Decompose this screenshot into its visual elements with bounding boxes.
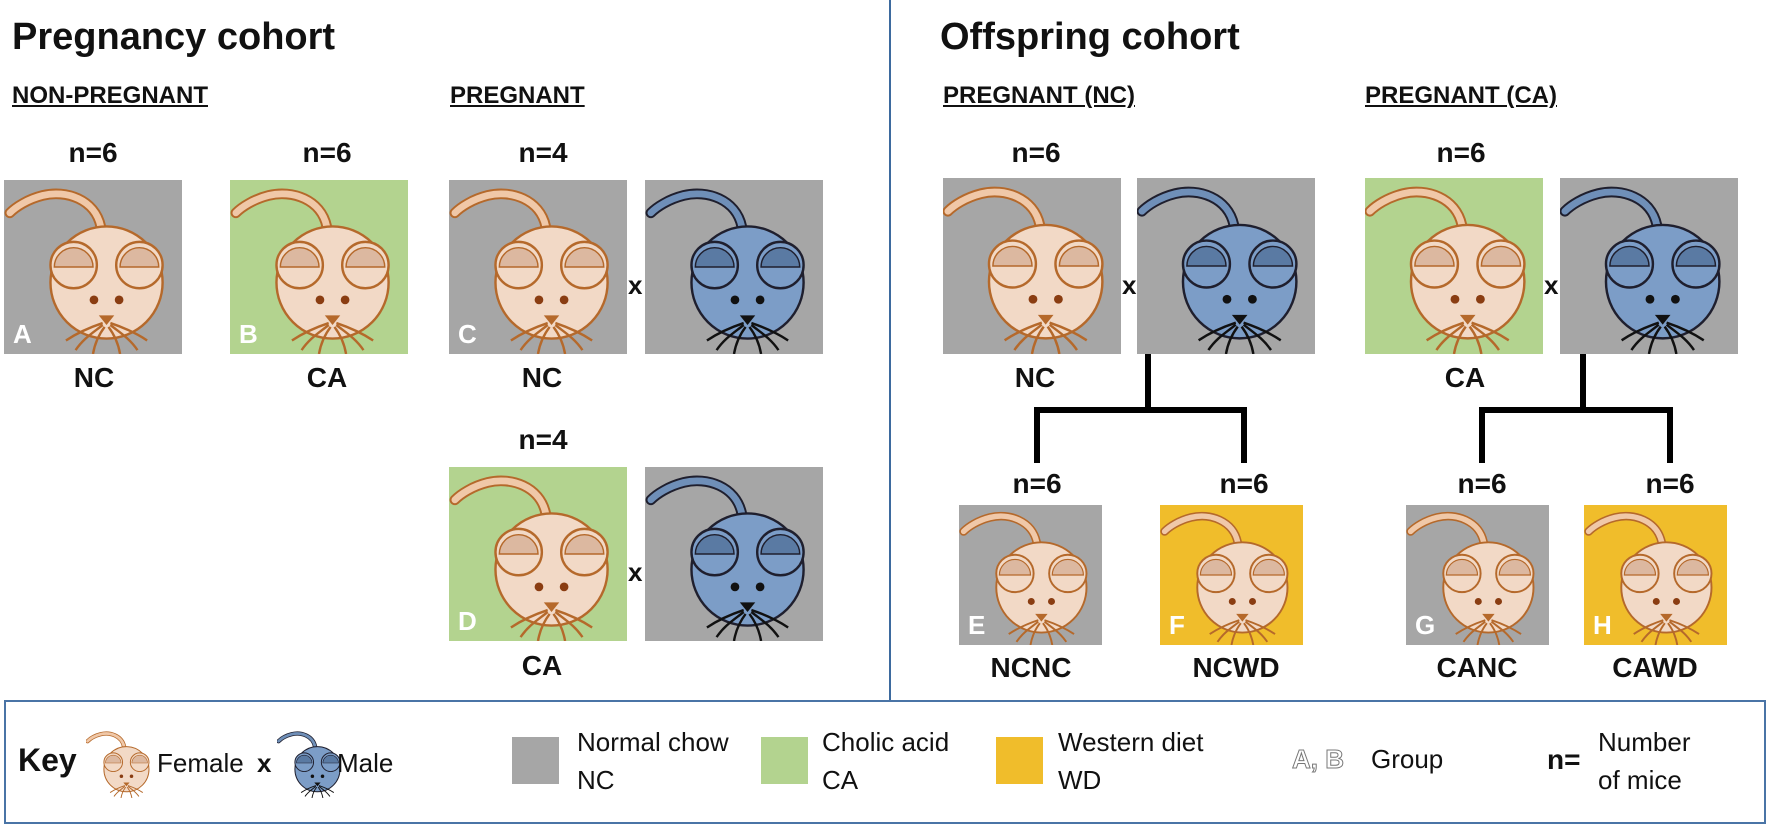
group-c-diet: NC [521,362,563,393]
connector-nc-stem [1145,354,1151,410]
connector-nc-left [1034,407,1040,463]
n-line2: of mice [1598,765,1682,795]
key-female-label: Female [157,748,244,778]
parent-ca-diet: CA [1444,362,1486,393]
group-g-panel: G [1406,505,1549,645]
connector-ca-stem [1580,354,1586,410]
group-c-female-panel: C [449,180,627,354]
group-d-n: n=4 [518,424,568,455]
group-letter-g: G [1415,610,1436,640]
group-f-panel: F [1160,505,1303,645]
western-diet-swatch [996,737,1043,784]
group-c-male-panel [645,180,823,354]
n-symbol: n= [1547,744,1581,775]
pregnancy-cohort-title: Pregnancy cohort [12,16,336,58]
group-letter-f: F [1169,610,1185,640]
group-letter-b: B [239,319,258,349]
cholic-acid-line1: Cholic acid [822,727,950,757]
offspring-cohort-title: Offspring cohort [940,16,1240,58]
group-a-panel: A [4,180,182,354]
parent-ca-male-panel [1560,178,1738,354]
group-d-female-panel: D [449,467,627,641]
female-mouse-icon [943,178,1121,354]
group-d-cross: x [628,557,643,587]
group-d-diet: CA [521,650,563,681]
group-b-n: n=6 [302,137,352,168]
group-g-label: CANC [1436,652,1518,683]
parent-nc-female-panel [943,178,1121,354]
group-a-diet: NC [73,362,115,393]
parent-ca-cross: x [1544,270,1559,300]
female-mouse-icon [1365,178,1543,354]
male-mouse-icon [1560,178,1738,354]
group-letter-c: C [458,319,477,349]
connector-nc-bar [1034,407,1247,413]
group-h-n: n=6 [1645,468,1695,499]
key-box [4,700,1766,824]
group-b-panel: B [230,180,408,354]
parent-nc-diet: NC [1014,362,1056,393]
group-text: Group [1371,744,1444,774]
group-e-panel: E [959,505,1102,645]
connector-ca-left [1479,407,1485,463]
key-title: Key [18,742,77,778]
group-e-label: NCNC [990,652,1072,683]
normal-chow-line2: NC [577,765,615,795]
group-f-label: NCWD [1192,652,1280,683]
connector-nc-right [1241,407,1247,463]
parent-ca-female-panel [1365,178,1543,354]
group-d-male-panel [645,467,823,641]
male-mouse-icon [645,467,823,641]
key-cross: x [257,748,272,778]
cholic-acid-swatch [761,737,808,784]
group-letter-a: A [13,319,32,349]
normal-chow-swatch [512,737,559,784]
group-letter-e: E [968,610,986,640]
n-line1: Number [1598,727,1691,757]
cholic-acid-line2: CA [822,765,859,795]
key-female-icon [86,728,156,798]
group-a-n: n=6 [68,137,118,168]
group-symbols: A, B [1292,744,1345,775]
parent-ca-n: n=6 [1436,137,1486,168]
parent-nc-cross: x [1122,270,1137,300]
connector-ca-bar [1479,407,1673,413]
connector-ca-right [1667,407,1673,463]
group-b-diet: CA [306,362,348,393]
female-mouse-icon [86,728,156,798]
group-c-cross: x [628,270,643,300]
male-mouse-icon [645,180,823,354]
non-pregnant-label: NON-PREGNANT [12,82,208,109]
group-h-label: CAWD [1612,652,1698,683]
group-e-n: n=6 [1012,468,1062,499]
pregnant-nc-label: PREGNANT (NC) [943,82,1135,109]
group-g-n: n=6 [1457,468,1507,499]
group-c-n: n=4 [518,137,568,168]
male-mouse-icon [1137,178,1315,354]
pregnant-label: PREGNANT [450,82,585,109]
western-diet-line2: WD [1058,765,1102,795]
pregnant-ca-label: PREGNANT (CA) [1365,82,1557,109]
group-letter-h: H [1593,610,1612,640]
group-f-n: n=6 [1219,468,1269,499]
parent-nc-male-panel [1137,178,1315,354]
western-diet-line1: Western diet [1058,727,1204,757]
cohort-divider [889,0,891,700]
parent-nc-n: n=6 [1011,137,1061,168]
group-h-panel: H [1584,505,1727,645]
group-letter-d: D [458,606,477,636]
normal-chow-line1: Normal chow [577,727,729,757]
key-male-label: Male [337,748,394,778]
